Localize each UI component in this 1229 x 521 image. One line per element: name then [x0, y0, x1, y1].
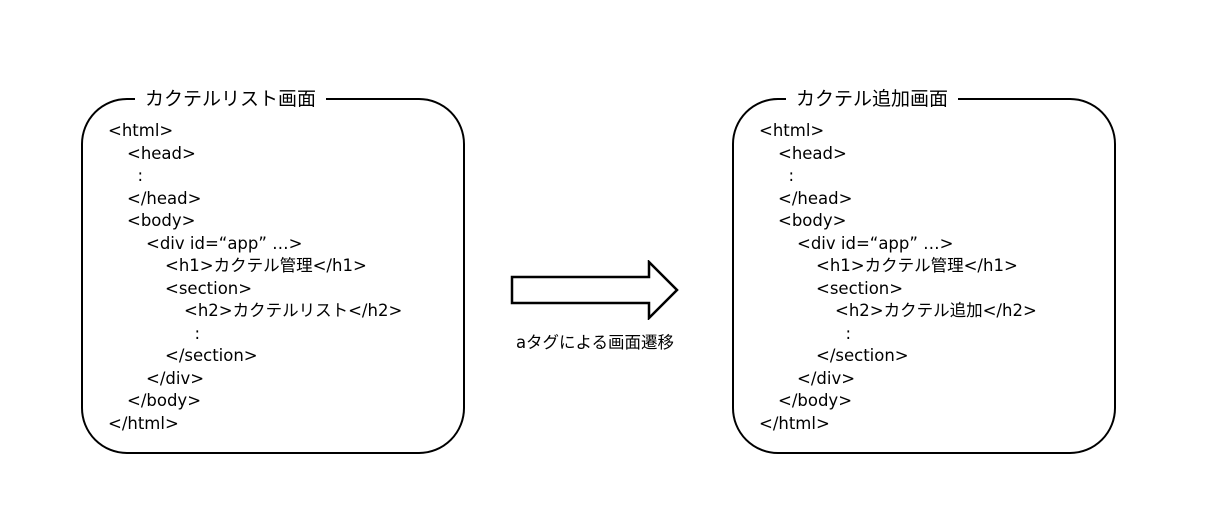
code-line: </head> — [127, 188, 202, 208]
code-line: </div> — [146, 368, 205, 388]
code-line: <div id=“app” …> — [146, 233, 303, 253]
code-line: </head> — [778, 188, 853, 208]
code-line: : — [835, 323, 852, 343]
left-panel-title: カクテルリスト画面 — [135, 85, 327, 113]
code-line: </html> — [759, 413, 830, 433]
right-panel-code: <html> <head> : </head> <body> <div id=“app”… — [759, 120, 1037, 435]
code-line: <body> — [778, 211, 847, 230]
code-line: <h2>カクテル追加</h2> — [835, 301, 1037, 320]
code-line: : — [184, 323, 201, 343]
code-line: <section> — [165, 278, 253, 298]
code-line: <section> — [816, 278, 904, 298]
code-line: </section> — [816, 346, 909, 365]
right-arrow-icon — [510, 260, 679, 320]
left-panel-code: <html> <head> : </head> <body> <div id=“app”… — [108, 120, 402, 435]
code-line: <div id=“app” …> — [797, 233, 954, 253]
code-line: </div> — [797, 368, 856, 388]
left-panel-cocktail-list: カクテルリスト画面 <html> <head> : </head> <body> <di… — [81, 85, 465, 454]
code-line: <html> — [759, 121, 825, 140]
code-line: <body> — [127, 211, 196, 230]
code-line: <h1>カクテル管理</h1> — [816, 256, 1018, 275]
code-line: <head> — [127, 143, 196, 163]
code-line: </html> — [108, 413, 179, 433]
code-line: : — [127, 166, 144, 185]
code-line: </body> — [778, 391, 853, 410]
code-line: <h1>カクテル管理</h1> — [165, 256, 367, 275]
code-line: <head> — [778, 143, 847, 163]
code-line: </body> — [127, 391, 202, 410]
code-line: <h2>カクテルリスト</h2> — [184, 301, 403, 320]
transition-caption: aタグによる画面遷移 — [515, 333, 675, 352]
right-panel-title: カクテル追加画面 — [786, 85, 959, 113]
code-line: <html> — [108, 121, 174, 140]
right-panel-cocktail-add: カクテル追加画面 <html> <head> : </head> <body> <div… — [732, 85, 1116, 454]
code-line: </section> — [165, 346, 258, 365]
code-line: : — [778, 166, 795, 185]
